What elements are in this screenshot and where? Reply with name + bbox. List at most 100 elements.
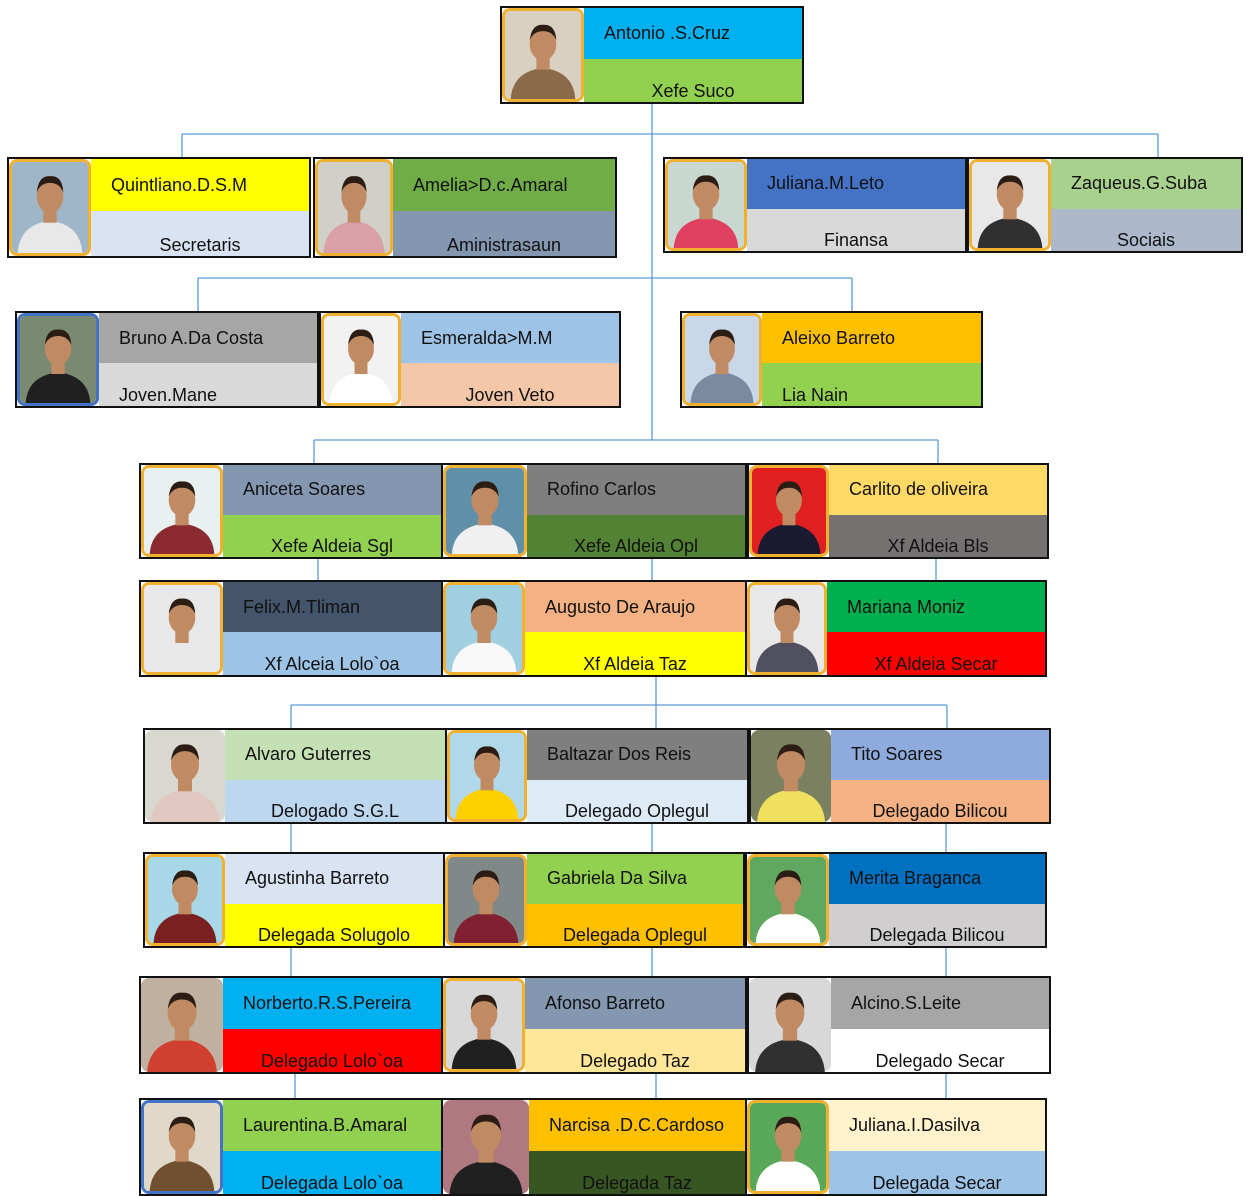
member-name: Amelia>D.c.Amaral (413, 174, 568, 195)
member-name: Merita Braganca (849, 868, 982, 889)
member-photo (145, 730, 225, 822)
person-portrait-icon (20, 316, 96, 403)
person-portrait-icon (145, 730, 225, 822)
member-photo (969, 159, 1051, 251)
member-name: Aleixo Barreto (782, 327, 896, 348)
member-name-cell: Augusto De Araujo (525, 582, 745, 633)
member-role-cell: Joven Veto (401, 363, 619, 406)
member-role-cell: Delegada Secar (829, 1150, 1045, 1194)
member-photo (17, 313, 99, 406)
member-role-cell: Delegado Bilicou (831, 779, 1049, 822)
member-role-cell: Delegada Bilicou (829, 903, 1045, 946)
person-portrait-icon (144, 468, 220, 554)
member-name-cell: Norberto.R.S.Pereira (223, 978, 441, 1029)
member-role: Delegado Secar (875, 1051, 1005, 1071)
member-name-cell: Laurentina.B.Amaral (223, 1100, 441, 1151)
member-role: Delegada Taz (582, 1173, 692, 1193)
member-photo (141, 582, 223, 675)
person-portrait-icon (972, 162, 1048, 248)
member-role-cell: Xefe Aldeia Opl (527, 514, 745, 557)
member-name-cell: Tito Soares (831, 730, 1049, 780)
member-role: Xf Aldeia Taz (583, 654, 687, 674)
member-role-cell: Delegado Lolo`oa (223, 1028, 441, 1072)
person-portrait-icon (144, 1103, 220, 1191)
member-role: Delegada Bilicou (869, 925, 1005, 945)
person-portrait-icon (148, 857, 222, 943)
member-role: Aministrasaun (446, 235, 562, 255)
member-photo (682, 313, 762, 406)
member-role-cell: Xefe Suco (584, 58, 802, 102)
member-photo (443, 465, 527, 557)
member-name-cell: Alvaro Guterres (225, 730, 445, 780)
member-name: Felix.M.Tliman (243, 596, 361, 617)
person-portrait-icon (505, 11, 581, 99)
member-name-cell: Alcino.S.Leite (831, 978, 1049, 1029)
member-name-cell: Esmeralda>M.M (401, 313, 619, 364)
member-photo (443, 978, 525, 1072)
member-role: Joven Veto (465, 385, 555, 405)
member-role: Finansa (823, 230, 889, 250)
person-portrait-icon (685, 316, 759, 403)
person-portrait-icon (144, 585, 220, 672)
member-role-cell: Aministrasaun (393, 211, 615, 256)
member-card-augusto: Augusto De Araujo Xf Aldeia Taz (441, 580, 747, 677)
member-name-cell: Baltazar Dos Reis (527, 730, 747, 780)
person-portrait-icon (446, 981, 522, 1069)
member-role: Delegada Solugolo (257, 925, 411, 945)
member-role-cell: Delegado Oplegul (527, 779, 747, 822)
member-role: Joven.Mane (119, 385, 218, 405)
member-role-cell: Delegada Oplegul (527, 903, 743, 946)
member-photo (665, 159, 747, 251)
member-role: Xefe Aldeia Opl (573, 536, 699, 556)
member-photo (315, 159, 393, 256)
member-name-cell: Aniceta Soares (223, 465, 441, 515)
person-portrait-icon (324, 316, 398, 403)
member-role: Delegado Oplegul (564, 801, 710, 821)
member-name-cell: Aleixo Barreto (762, 313, 981, 364)
member-role-cell: Xf Alceia Lolo`oa (223, 632, 441, 675)
member-photo (141, 978, 223, 1072)
person-portrait-icon (446, 468, 524, 554)
member-name: Rofino Carlos (547, 479, 657, 500)
person-portrait-icon (668, 162, 744, 248)
member-name-cell: Afonso Barreto (525, 978, 745, 1029)
person-portrait-icon (141, 978, 223, 1072)
member-photo (447, 730, 527, 822)
member-role: Delegada Secar (872, 1173, 1002, 1193)
member-name-cell: Quintliano.D.S.M (91, 159, 309, 212)
person-portrait-icon (750, 585, 824, 672)
member-name-cell: Narcisa .D.C.Cardoso (529, 1100, 745, 1151)
member-role-cell: Joven.Mane (99, 363, 317, 406)
member-photo (443, 582, 525, 675)
member-name: Afonso Barreto (545, 992, 666, 1013)
member-role: Delegada Lolo`oa (260, 1173, 404, 1193)
member-role: Xf Aldeia Secar (874, 654, 998, 674)
member-name-cell: Zaqueus.G.Suba (1051, 159, 1241, 209)
member-role-cell: Finansa (747, 208, 965, 251)
member-name: Norberto.R.S.Pereira (243, 992, 412, 1013)
member-name: Quintliano.D.S.M (111, 174, 248, 195)
member-name-cell: Amelia>D.c.Amaral (393, 159, 615, 212)
member-photo (502, 8, 584, 102)
person-portrait-icon (752, 468, 826, 554)
member-card-esmeralda: Esmeralda>M.M Joven Veto (319, 311, 621, 408)
person-portrait-icon (443, 1100, 529, 1194)
member-photo (443, 1100, 529, 1194)
member-photo (321, 313, 401, 406)
member-role-cell: Delegada Lolo`oa (223, 1150, 441, 1194)
member-role: Xefe Suco (651, 81, 735, 101)
member-name-cell: Juliana.M.Leto (747, 159, 965, 209)
member-role: Sociais (1116, 230, 1176, 250)
